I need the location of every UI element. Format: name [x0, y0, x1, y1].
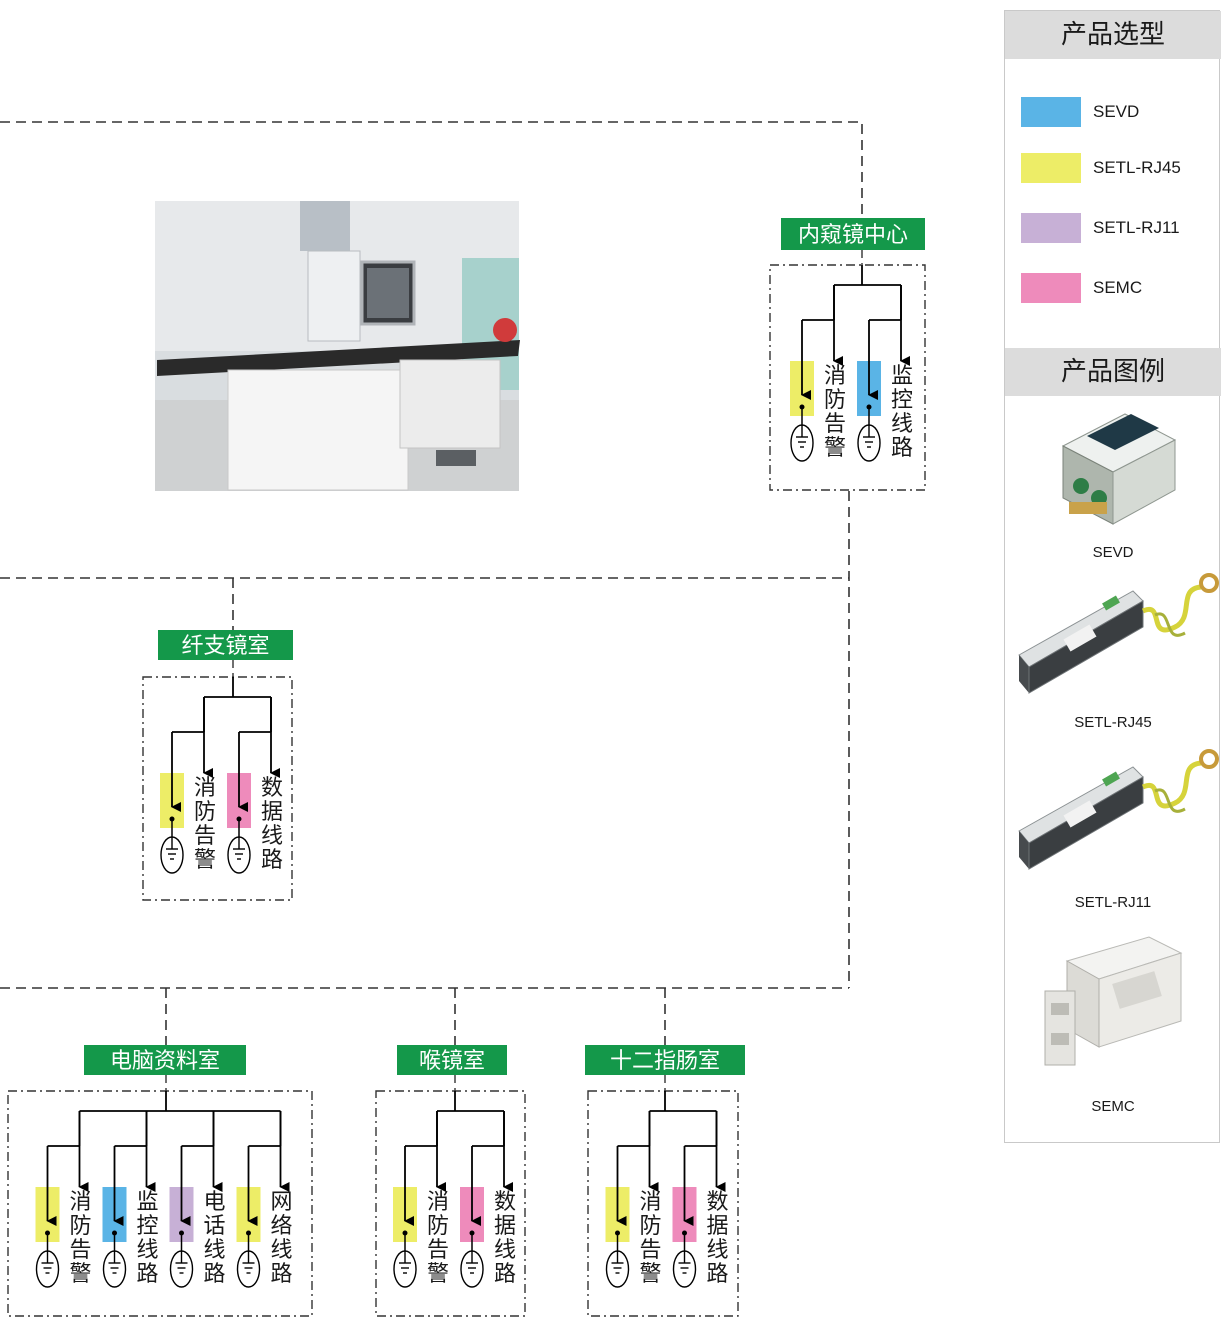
room-enclosure [375, 1090, 526, 1317]
product-caption: SEMC [1091, 1098, 1135, 1115]
ground-icon [605, 1250, 630, 1288]
line-setl-rj11: 电话线路 [169, 1111, 226, 1288]
line-type-label: 数据线路 [706, 1190, 728, 1287]
legend-swatch [1021, 97, 1081, 127]
room-label: 纤支镜室 [181, 634, 269, 659]
room-enclosure [7, 1090, 313, 1317]
line-setl-rj45: 网络线路 [236, 1111, 293, 1288]
endoscopy-room-photo [155, 201, 520, 491]
room-enclosure [587, 1090, 739, 1317]
line-semc: 数据线路 [460, 1111, 516, 1288]
product-caption: SETL-RJ11 [1074, 894, 1152, 911]
line-type-label: 监控线路 [136, 1190, 158, 1287]
line-type-label: 消防告警 [639, 1190, 661, 1287]
legend-swatch [1021, 273, 1081, 303]
ground-icon [169, 1250, 194, 1288]
room-label: 喉镜室 [419, 1049, 485, 1074]
product-caption: SETL-RJ45 [1074, 714, 1152, 731]
room-label: 十二指肠室 [610, 1049, 720, 1074]
setl-rj11-device-image [1018, 749, 1219, 870]
semc-din-rail-module-image [1044, 936, 1183, 1066]
line-type-label: 消防告警 [824, 364, 846, 461]
line-type-label: 数据线路 [494, 1190, 516, 1287]
room-label-bg [781, 218, 925, 250]
ground-icon [857, 424, 881, 462]
line-setl-rj45: 消防告警 [605, 1111, 662, 1288]
room-enclosure [142, 676, 293, 901]
product-panel: 产品选型 SEVD SETL-RJ45 SETL-RJ11 SEMC 产品图例 … [1004, 10, 1221, 1143]
line-setl-rj45: 消防告警 [160, 697, 216, 874]
ground-icon [236, 1250, 261, 1288]
ground-icon [35, 1250, 60, 1288]
line-type-label: 消防告警 [69, 1190, 91, 1287]
dashed-cabling-trunk [0, 121, 863, 1045]
line-type-label: 数据线路 [261, 776, 283, 873]
ground-icon [102, 1250, 127, 1288]
line-setl-rj45: 消防告警 [790, 285, 846, 462]
legend-label: SEMC [1093, 278, 1143, 297]
ground-icon [790, 424, 814, 462]
legend-swatch [1021, 213, 1081, 243]
line-type-label: 网络线路 [270, 1190, 292, 1287]
product-caption: SEVD [1092, 544, 1134, 561]
legend-label: SETL-RJ45 [1093, 158, 1181, 177]
line-type-label: 电话线路 [203, 1190, 225, 1287]
ground-icon [160, 836, 184, 874]
legend-label: SEVD [1093, 102, 1140, 121]
line-setl-rj45: 消防告警 [35, 1111, 92, 1288]
line-setl-rj45: 消防告警 [393, 1111, 449, 1288]
examples-title: 产品图例 [1005, 348, 1221, 396]
line-semc: 数据线路 [672, 1111, 729, 1288]
room-label-bg [397, 1045, 507, 1075]
ground-icon [460, 1250, 484, 1288]
room-label: 内窥镜中心 [798, 223, 908, 248]
ground-icon [393, 1250, 417, 1288]
line-sevd: 监控线路 [102, 1111, 159, 1288]
room-enclosure [769, 264, 926, 491]
line-sevd: 监控线路 [857, 285, 913, 462]
legend-swatch [1021, 153, 1081, 183]
line-type-label: 消防告警 [194, 776, 216, 873]
sevd-device-image [1061, 413, 1177, 525]
legend-label: SETL-RJ11 [1093, 218, 1180, 237]
ground-icon [672, 1250, 697, 1288]
room-label: 电脑资料室 [110, 1049, 220, 1074]
selection-title: 产品选型 [1005, 11, 1221, 59]
line-type-label: 消防告警 [427, 1190, 449, 1287]
room-label-bg [84, 1045, 246, 1075]
line-type-label: 监控线路 [891, 364, 913, 461]
setl-rj45-device-image [1018, 573, 1219, 694]
line-semc: 数据线路 [227, 697, 283, 874]
room-label-bg [158, 630, 293, 660]
room-label-bg [585, 1045, 745, 1075]
ground-icon [227, 836, 251, 874]
